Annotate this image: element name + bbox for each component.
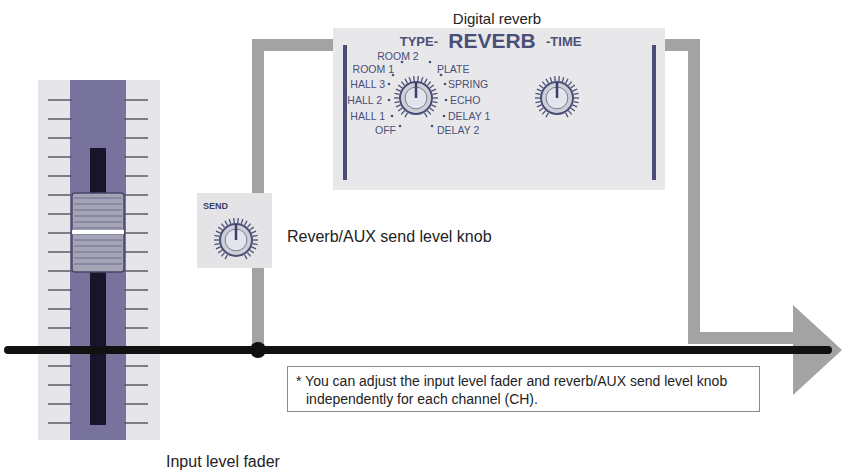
knob-label: SPRING: [448, 79, 488, 90]
knob-label: HALL 3: [350, 79, 385, 90]
knob-label: SEND: [203, 202, 228, 211]
knob-label: PLATE: [437, 64, 469, 75]
panel-header: TYPE-: [400, 35, 438, 48]
send-knob-box: SENDReverb/AUX send level knob: [197, 193, 272, 268]
knob-label: DELAY 2: [437, 125, 479, 136]
send-connector: [258, 45, 333, 199]
junction-dot: [250, 342, 266, 358]
reverb-panel: Digital reverbTYPE-REVERB-TIMEROOM 2ROOM…: [333, 28, 665, 190]
panel-header: -TIME: [546, 35, 581, 48]
fader-box: Input level fader: [38, 80, 160, 440]
send-wire: [252, 262, 264, 350]
knob-label: HALL 1: [350, 111, 385, 122]
panel-header: REVERB: [448, 30, 536, 51]
panel-title: Digital reverb: [453, 11, 541, 26]
note-text: * You can adjust the input level fader a…: [296, 372, 736, 408]
part-label: Reverb/AUX send level knob: [287, 229, 492, 245]
return-wire: [660, 45, 800, 338]
part-label: Input level fader: [166, 454, 280, 470]
knob-label: OFF: [375, 125, 396, 136]
knob-label: DELAY 1: [448, 111, 490, 122]
knob-label: ECHO: [450, 95, 480, 106]
knob-label: ROOM 1: [353, 64, 394, 75]
knob-label: ROOM 2: [377, 51, 418, 62]
knob-label: HALL 2: [347, 95, 382, 106]
output-arrowhead: [793, 305, 842, 395]
note-box: * You can adjust the input level fader a…: [287, 366, 760, 412]
